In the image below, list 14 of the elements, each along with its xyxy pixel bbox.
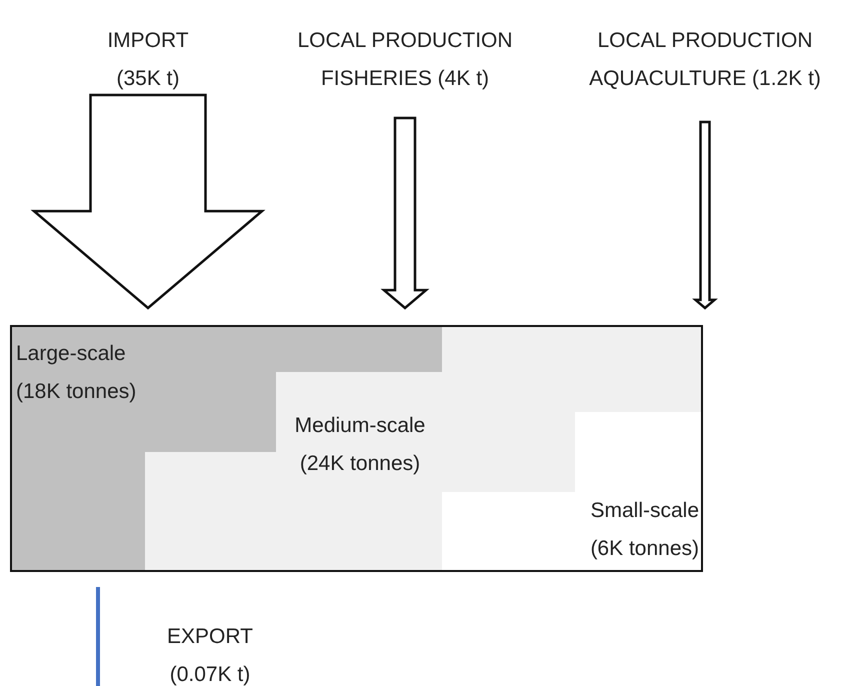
source-label: IMPORT (35K t) bbox=[92, 22, 204, 98]
tier-region bbox=[145, 327, 701, 570]
tier-label: Large-scale (18K tonnes) bbox=[16, 341, 138, 405]
tier-region bbox=[12, 327, 442, 570]
sector-frame bbox=[10, 325, 703, 572]
export-line bbox=[96, 587, 100, 686]
tier-label: Medium-scale (24K tonnes) bbox=[294, 413, 426, 477]
source-label: LOCAL PRODUCTION FISHERIES (4K t) bbox=[270, 22, 540, 98]
source-label: LOCAL PRODUCTION AQUACULTURE (1.2K t) bbox=[570, 22, 840, 98]
export-label: EXPORT (0.07K t) bbox=[166, 624, 254, 686]
block-arrow bbox=[692, 120, 718, 310]
tier-label: Small-scale (6K tonnes) bbox=[589, 498, 699, 562]
block-arrow bbox=[380, 116, 430, 310]
block-arrow bbox=[30, 94, 266, 310]
